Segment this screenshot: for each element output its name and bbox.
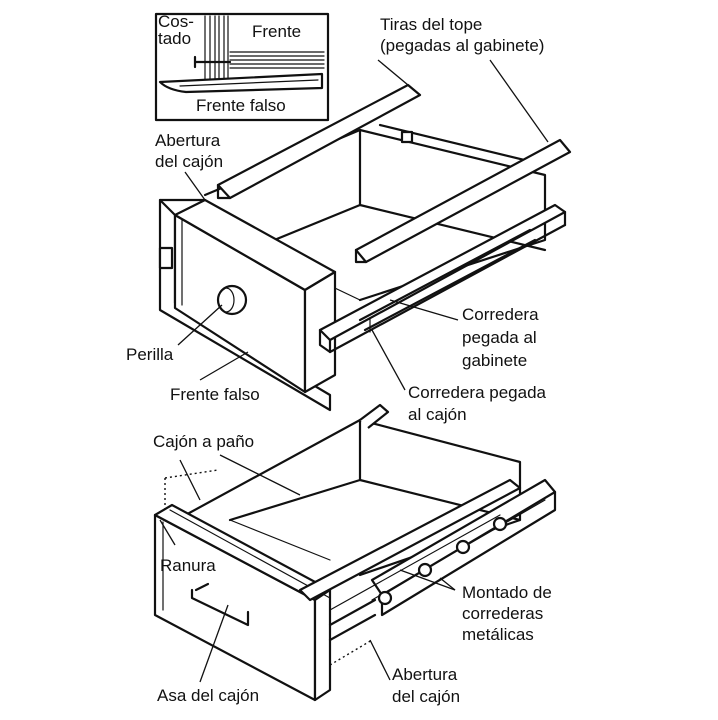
label-costado: Cos- tado [158,12,194,48]
label-frente: Frente [252,22,302,41]
top-leaders [177,59,549,391]
top-drawer [158,83,572,412]
label-asa-del-cajon: Asa del cajón [157,686,260,705]
label-cajon-a-pano: Cajón a paño [153,432,255,451]
label-frente-falso-inset: Frente falso [196,96,286,115]
pull-handle-shape [190,588,250,627]
label-frente-falso: Frente falso [170,385,260,404]
stop-strip-back [354,138,572,264]
inset-detail [154,12,330,122]
inset-side-panel [204,15,229,81]
label-tiras-del-tope: Tiras del tope (pegadas al gabinete) [380,15,545,55]
cabinet-edge-block [158,246,174,270]
label-corredera-gabinete: Corredera pegada al gabinete [462,305,539,370]
groove-line [169,509,331,599]
inset-frame [154,12,330,122]
bottom-drawer [153,403,557,702]
bottom-leaders [159,454,456,683]
inset-front-panel [229,51,325,69]
label-montado-correderas: Montado de correderas metálicas [462,583,552,644]
label-corredera-cajon: Corredera pegada al cajón [408,383,546,424]
label-ranura: Ranura [160,556,216,575]
label-perilla: Perilla [126,345,174,364]
label-abertura-top: Abertura del cajón [155,131,224,171]
drawer-runner [358,228,532,322]
label-abertura-bottom: Abertura del cajón [392,665,461,706]
